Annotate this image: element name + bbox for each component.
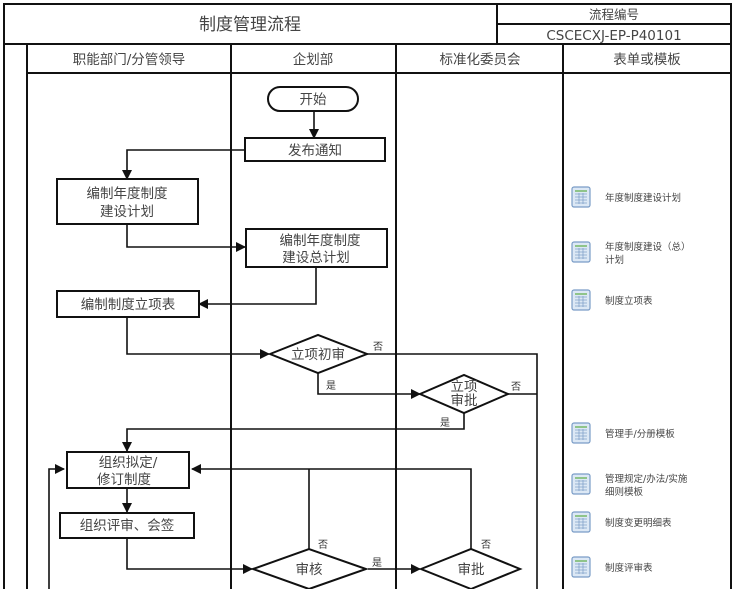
label-audit-yes: 是 bbox=[372, 557, 382, 569]
edge-initial-review-yes bbox=[317, 373, 421, 399]
node-master-plan[interactable] bbox=[245, 228, 388, 268]
node-draft-revise-line1: 组织拟定/ bbox=[99, 455, 158, 471]
node-approve[interactable] bbox=[418, 547, 523, 589]
edge-loop-back bbox=[48, 464, 65, 589]
node-initial-review-label: 立项初审 bbox=[291, 346, 345, 363]
swimlanes: 职能部门/分管领导 企划部 标准化委员会 表单或模板 bbox=[3, 44, 732, 589]
process-title: 制度管理流程 bbox=[199, 15, 301, 35]
edge-form-initial-review bbox=[126, 317, 270, 359]
node-start[interactable] bbox=[267, 86, 359, 112]
label-approve-no: 否 bbox=[481, 539, 491, 551]
node-notify[interactable] bbox=[244, 137, 386, 162]
spreadsheet-icon bbox=[571, 556, 591, 578]
template-item[interactable]: 年度制度建设（总）计划 bbox=[571, 241, 691, 266]
template-label: 年度制度建设计划 bbox=[605, 192, 681, 204]
node-master-plan-line1: 编制年度制度 bbox=[280, 233, 361, 249]
node-initial-review[interactable] bbox=[267, 333, 370, 375]
edge-approval-yes bbox=[122, 413, 465, 452]
template-item[interactable]: 管理手/分册模板 bbox=[571, 422, 675, 444]
template-item[interactable]: 制度评审表 bbox=[571, 556, 653, 578]
header-table: 制度管理流程 流程编号 CSCECXJ-EP-P40101 bbox=[3, 3, 732, 45]
lane-header-forms-templates: 表单或模板 bbox=[613, 52, 681, 68]
edge-master-project-form bbox=[198, 267, 317, 309]
spreadsheet-icon bbox=[571, 241, 591, 263]
template-label: 计划 bbox=[605, 254, 624, 266]
edge-review-sign-audit bbox=[126, 538, 253, 574]
template-label: 年度制度建设（总） bbox=[605, 241, 691, 253]
node-project-approval-line1: 立项 bbox=[451, 379, 478, 395]
template-item[interactable]: 制度立项表 bbox=[571, 289, 653, 311]
template-item[interactable]: 年度制度建设计划 bbox=[571, 186, 681, 208]
node-master-plan-line2: 建设总计划 bbox=[282, 250, 350, 266]
spreadsheet-icon bbox=[571, 473, 591, 495]
label-audit-no: 否 bbox=[318, 539, 328, 551]
process-code-value: CSCECXJ-EP-P40101 bbox=[546, 28, 681, 44]
template-label: 管理规定/办法/实施 bbox=[605, 473, 688, 485]
lane-header-planning-dept: 企划部 bbox=[293, 51, 334, 68]
label-approval-no: 否 bbox=[511, 381, 521, 393]
lane-header-standards-committee: 标准化委员会 bbox=[440, 52, 521, 68]
node-draft-revise-line2: 修订制度 bbox=[97, 472, 151, 488]
template-label: 制度变更明细表 bbox=[605, 517, 672, 529]
template-label: 细则模板 bbox=[605, 486, 644, 498]
nodes: 开始 发布通知 编制年度制度 建设计划 编制年度制度 建设总计划 编制制度立项表… bbox=[56, 86, 523, 589]
spreadsheet-icon bbox=[571, 422, 591, 444]
edge-approve-no bbox=[191, 464, 472, 549]
node-audit-label: 审核 bbox=[296, 562, 323, 578]
process-code-label: 流程编号 bbox=[589, 7, 639, 22]
template-item[interactable]: 制度变更明细表 bbox=[571, 511, 672, 533]
label-approval-yes: 是 bbox=[440, 417, 450, 429]
label-initial-review-no: 否 bbox=[373, 341, 383, 353]
node-annual-plan-line1: 编制年度制度 bbox=[87, 186, 168, 202]
templates-list: 年度制度建设计划年度制度建设（总）计划制度立项表管理手/分册模板管理规定/办法/… bbox=[571, 186, 691, 578]
node-audit[interactable] bbox=[250, 547, 370, 589]
edge-initial-review-no bbox=[367, 353, 538, 589]
spreadsheet-icon bbox=[571, 511, 591, 533]
spreadsheet-icon bbox=[571, 186, 591, 208]
edge-labels: 否 是 否 是 否 是 否 bbox=[318, 341, 521, 569]
edge-annual-master bbox=[126, 224, 246, 252]
node-annual-plan[interactable] bbox=[56, 178, 199, 225]
template-label: 制度立项表 bbox=[605, 295, 653, 307]
lane-header-functional-dept: 职能部门/分管领导 bbox=[73, 52, 186, 68]
node-project-approval-line2: 审批 bbox=[451, 393, 478, 409]
label-initial-review-yes: 是 bbox=[326, 380, 336, 392]
edge-notify-annual-plan bbox=[122, 149, 245, 180]
node-project-form[interactable] bbox=[56, 290, 200, 318]
node-annual-plan-line2: 建设计划 bbox=[100, 204, 154, 220]
spreadsheet-icon bbox=[571, 289, 591, 311]
node-notify-label: 发布通知 bbox=[288, 142, 342, 159]
connectors bbox=[48, 111, 538, 589]
node-review-sign[interactable] bbox=[59, 512, 195, 539]
node-project-form-label: 编制制度立项表 bbox=[81, 297, 176, 313]
node-review-sign-label: 组织评审、会签 bbox=[80, 517, 175, 534]
node-draft-revise[interactable] bbox=[66, 451, 190, 489]
node-approve-label: 审批 bbox=[458, 562, 485, 578]
template-label: 管理手/分册模板 bbox=[605, 428, 675, 440]
node-project-approval[interactable] bbox=[417, 373, 511, 415]
template-label: 制度评审表 bbox=[605, 562, 653, 574]
node-start-label: 开始 bbox=[300, 92, 327, 108]
